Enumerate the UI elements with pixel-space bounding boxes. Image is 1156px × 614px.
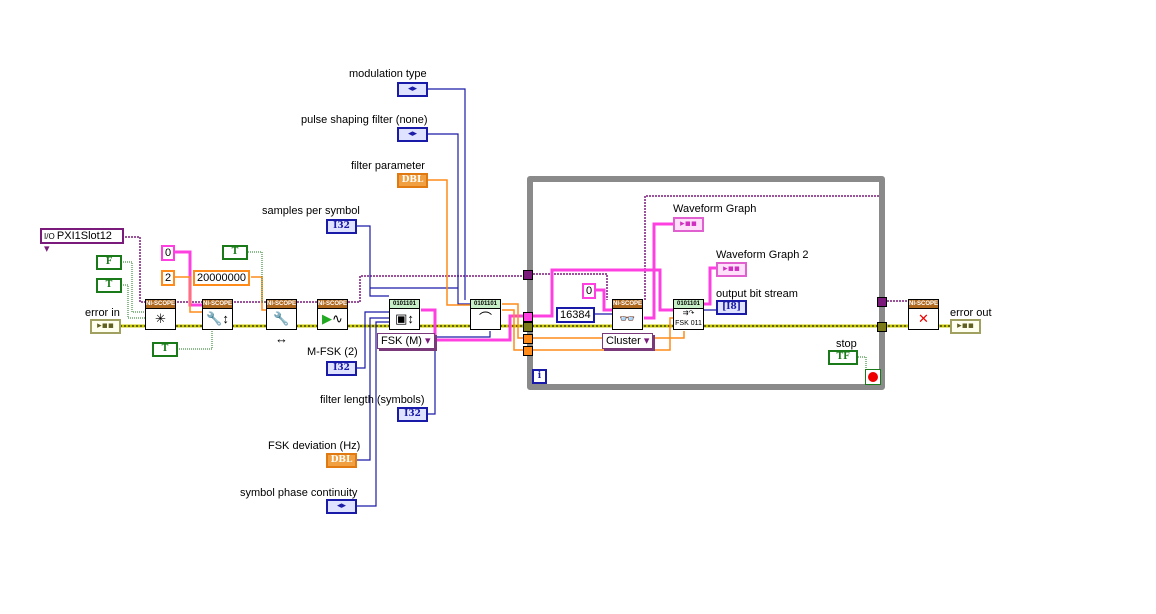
orange-tunnel-2 bbox=[523, 346, 533, 356]
constant-record-length[interactable]: 16384 bbox=[556, 307, 595, 323]
session-tunnel-out bbox=[877, 297, 887, 307]
niscope-init-vi[interactable]: NI-SCOPE ✳ bbox=[145, 299, 176, 330]
constant-sample-rate[interactable]: 20000000 bbox=[193, 270, 250, 286]
label-output-bit-stream: output bit stream bbox=[716, 288, 798, 300]
phase-continuity-terminal[interactable]: ◂▸ bbox=[326, 499, 357, 514]
dropdown-icon[interactable]: ▾ bbox=[643, 335, 650, 347]
samples-per-symbol-terminal[interactable]: I32 bbox=[326, 219, 357, 234]
niscope-close-vi[interactable]: NI-SCOPE ✕ bbox=[908, 299, 939, 330]
label-phase-continuity: symbol phase continuity bbox=[240, 487, 358, 499]
fsk-demod-icon: ⇉↷FSK 011 bbox=[675, 310, 702, 327]
loop-condition-stop[interactable] bbox=[865, 369, 881, 385]
dropdown-icon[interactable]: ▾ bbox=[44, 243, 50, 255]
vi-header: NI-SCOPE bbox=[318, 300, 348, 309]
label-modulation-type: modulation type bbox=[349, 68, 427, 80]
mfsk-terminal[interactable]: I32 bbox=[326, 361, 357, 376]
stop-icon bbox=[868, 372, 878, 382]
vi-header: 0101101 bbox=[674, 300, 703, 309]
vi-header: NI-SCOPE bbox=[613, 300, 643, 309]
loop-iteration-terminal: i bbox=[532, 369, 547, 384]
label-pulse-filter: pulse shaping filter (none) bbox=[301, 114, 428, 126]
constant-zero[interactable]: 0 bbox=[161, 245, 176, 261]
bool-value: T bbox=[105, 280, 113, 290]
label-stop: stop bbox=[836, 338, 857, 350]
play-wave-icon: ▶∿ bbox=[322, 311, 343, 326]
label-waveform-graph-2: Waveform Graph 2 bbox=[716, 249, 809, 261]
vi-header: 0101101 bbox=[390, 300, 419, 309]
type-label: I8 bbox=[726, 302, 737, 312]
niscope-configure-horizontal-vi[interactable]: NI-SCOPE 🔧↔ bbox=[266, 299, 297, 346]
io-icon: I/O bbox=[44, 232, 57, 241]
close-icon: ✕ bbox=[918, 311, 929, 326]
label-filter-length: filter length (symbols) bbox=[320, 394, 425, 406]
resource-name-control[interactable]: I/O PXI1Slot12 ▾ bbox=[40, 228, 124, 255]
niscope-configure-vertical-vi[interactable]: NI-SCOPE 🔧↕ bbox=[202, 299, 233, 330]
label-filter-parameter: filter parameter bbox=[351, 160, 425, 172]
bool-value: F bbox=[105, 257, 113, 267]
constant-zero-2[interactable]: 0 bbox=[582, 283, 597, 299]
cube-arrows-icon: ▣↕ bbox=[395, 311, 414, 326]
label-mfsk: M-FSK (2) bbox=[307, 346, 358, 358]
niscope-fetch-vi[interactable]: NI-SCOPE 👓 bbox=[612, 299, 643, 330]
vi-header: NI-SCOPE bbox=[146, 300, 176, 309]
vi-header: NI-SCOPE bbox=[909, 300, 939, 309]
dropdown-icon[interactable]: ▾ bbox=[425, 335, 431, 347]
resource-name-value: PXI1Slot12 bbox=[56, 230, 112, 242]
glasses-icon: 👓 bbox=[619, 311, 636, 326]
waveform-tunnel-in bbox=[523, 312, 533, 322]
bool-value: T bbox=[161, 344, 169, 354]
filter-response-icon: ⌒ bbox=[478, 311, 492, 326]
orange-tunnel-1 bbox=[523, 334, 533, 344]
label-fsk-deviation: FSK deviation (Hz) bbox=[268, 440, 361, 452]
fsk-m-ring[interactable]: FSK (M) ▾ bbox=[377, 333, 435, 349]
vi-header: NI-SCOPE bbox=[203, 300, 233, 309]
niscope-initiate-vi[interactable]: NI-SCOPE ▶∿ bbox=[317, 299, 348, 330]
stop-terminal[interactable]: TF bbox=[828, 350, 858, 365]
filter-parameter-terminal[interactable]: DBL bbox=[397, 173, 428, 188]
error-in-terminal[interactable]: ▸▪▪ bbox=[90, 319, 121, 334]
session-tunnel-in bbox=[523, 270, 533, 280]
label-samples-per-symbol: samples per symbol bbox=[262, 205, 360, 217]
bool-constant-true-1[interactable]: T bbox=[96, 278, 122, 293]
label-error-out: error out bbox=[950, 307, 992, 319]
fsk-deviation-terminal[interactable]: DBL bbox=[326, 453, 357, 468]
filter-length-terminal[interactable]: I32 bbox=[397, 407, 428, 422]
modulation-parameters-vi[interactable]: 0101101 ▣↕ bbox=[389, 299, 420, 330]
waveform-graph-terminal[interactable]: ▸▪▪ bbox=[673, 217, 704, 232]
pulse-filter-terminal[interactable]: ◂▸ bbox=[397, 127, 428, 142]
while-loop[interactable] bbox=[527, 176, 885, 390]
cluster-ring[interactable]: Cluster ▾ bbox=[602, 333, 654, 349]
bool-value: T bbox=[231, 247, 239, 257]
wrench-horizontal-icon: 🔧↔ bbox=[273, 311, 290, 346]
fsk-demodulate-vi[interactable]: 0101101⇉↷FSK 011 bbox=[673, 299, 704, 330]
bool-constant-false[interactable]: F bbox=[96, 255, 122, 270]
ring-value: FSK (M) bbox=[381, 335, 422, 347]
bool-constant-true-3[interactable]: T bbox=[222, 245, 248, 260]
output-bit-stream-terminal[interactable]: [I8] bbox=[716, 300, 747, 315]
vi-header: NI-SCOPE bbox=[267, 300, 297, 309]
error-tunnel-in bbox=[523, 322, 533, 332]
waveform-graph-2-terminal[interactable]: ▸▪▪ bbox=[716, 262, 747, 277]
error-out-terminal[interactable]: ▸▪▪ bbox=[950, 319, 981, 334]
ring-value: Cluster bbox=[606, 335, 641, 347]
bool-constant-true-2[interactable]: T bbox=[152, 342, 178, 357]
filter-coefficients-vi[interactable]: 0101101 ⌒ bbox=[470, 299, 501, 330]
label-waveform-graph: Waveform Graph bbox=[673, 203, 757, 215]
vi-header: 0101101 bbox=[471, 300, 500, 309]
wrench-vertical-icon: 🔧↕ bbox=[206, 311, 229, 326]
init-icon: ✳ bbox=[155, 311, 166, 326]
error-tunnel-out bbox=[877, 322, 887, 332]
modulation-type-terminal[interactable]: ◂▸ bbox=[397, 82, 428, 97]
constant-two[interactable]: 2 bbox=[161, 270, 176, 286]
label-error-in: error in bbox=[85, 307, 120, 319]
